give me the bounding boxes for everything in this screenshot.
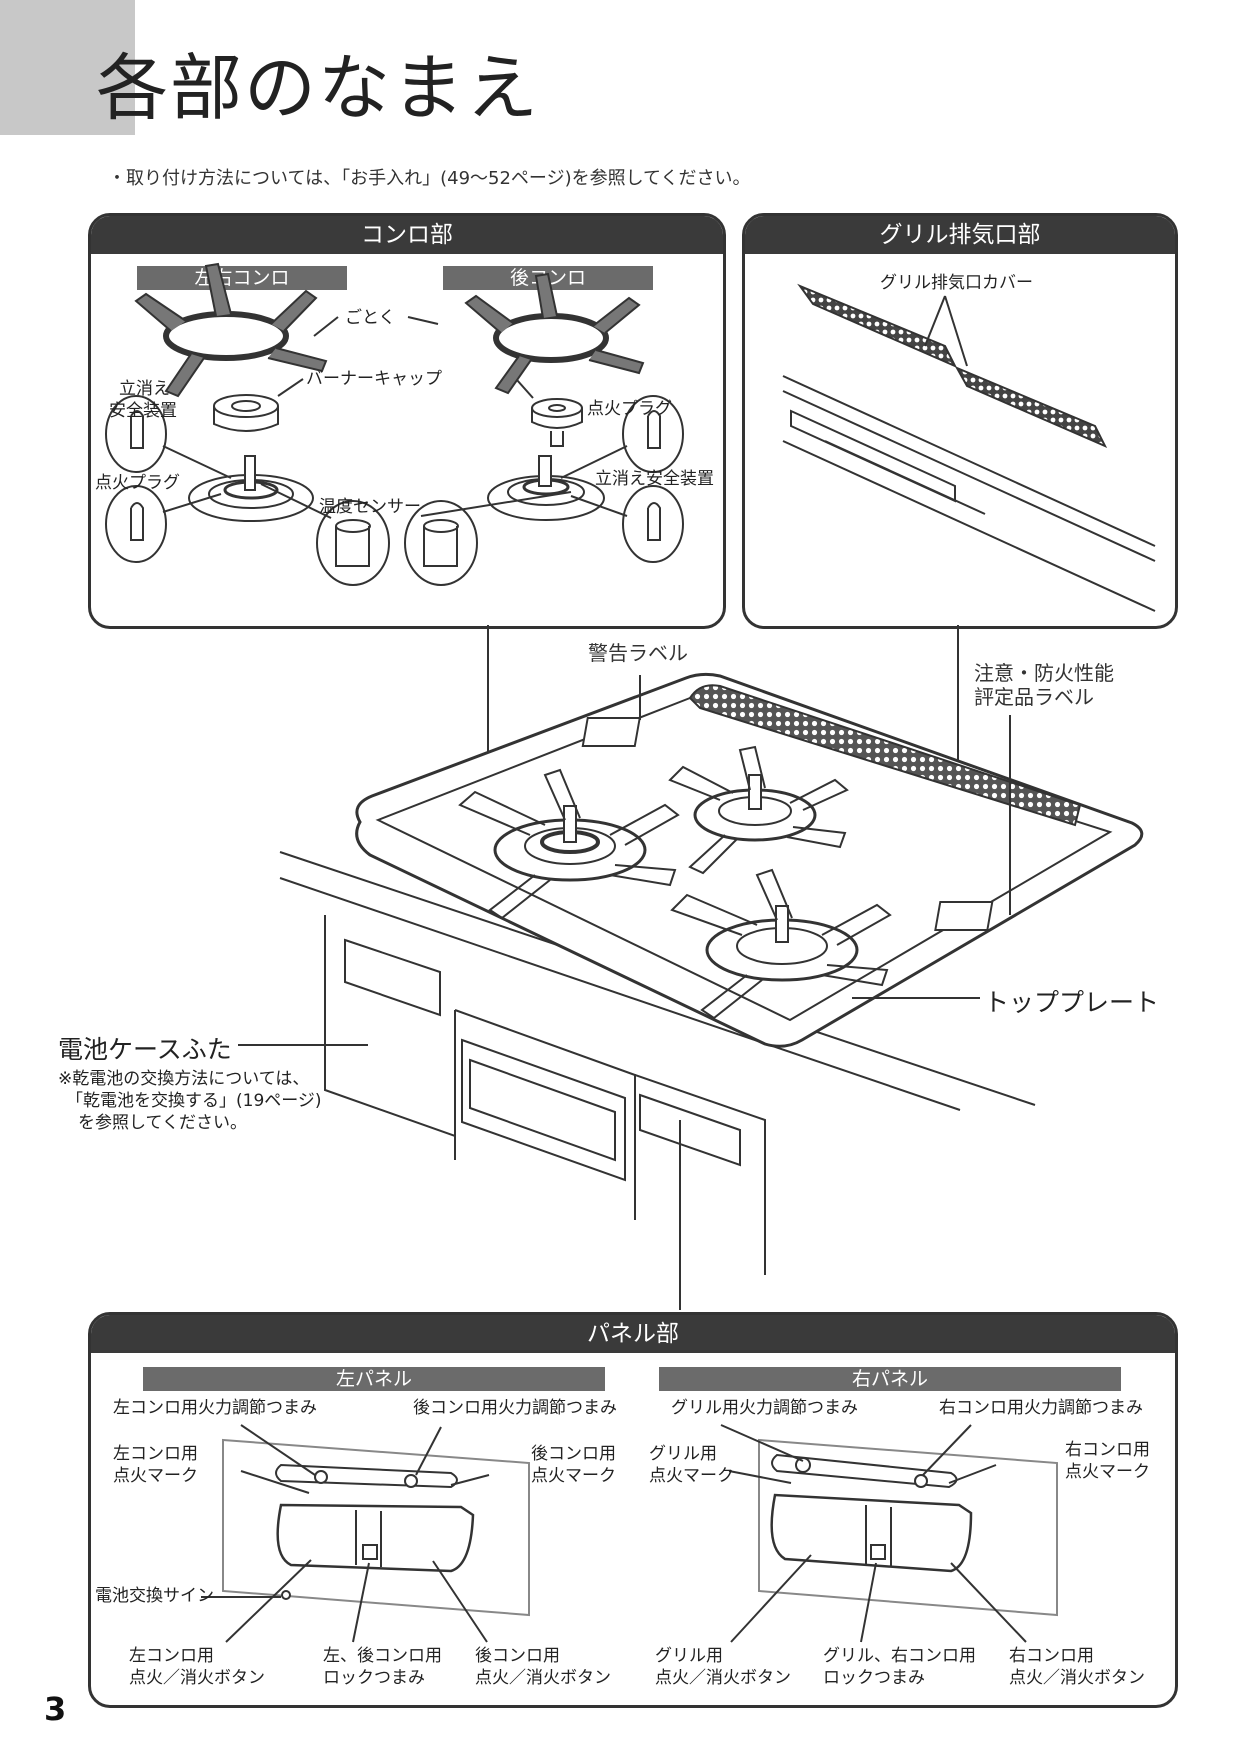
tachikie-label-1: 立消え bbox=[119, 379, 170, 399]
right-mark-label-2: 点火マーク bbox=[1065, 1462, 1150, 1482]
burner-cap-right-icon bbox=[531, 398, 583, 447]
battery-note-3: を参照してください。 bbox=[78, 1113, 247, 1133]
grill-cover-left-icon bbox=[797, 283, 958, 369]
burner-front-right-icon bbox=[670, 868, 892, 1020]
left-mark-label-1: 左コンロ用 bbox=[113, 1444, 198, 1464]
warning-label: 警告ラベル bbox=[588, 641, 688, 665]
grill-btn-label-2: 点火／消火ボタン bbox=[655, 1668, 791, 1688]
page-title: 各部のなまえ bbox=[96, 46, 541, 130]
back-mark-label-2: 点火マーク bbox=[531, 1466, 616, 1486]
left-knob-label: 左コンロ用火力調節つまみ bbox=[113, 1398, 317, 1418]
gotoku-left-icon bbox=[134, 262, 328, 398]
left-panel-title: 左パネル bbox=[143, 1367, 605, 1391]
battery-note-1: ※乾電池の交換方法については、 bbox=[58, 1069, 310, 1089]
back-mark-label-1: 後コンロ用 bbox=[531, 1444, 616, 1464]
lock-left-label-1: 左、後コンロ用 bbox=[323, 1646, 442, 1666]
grill-cover-right-icon bbox=[954, 365, 1108, 449]
callout-sensor-left-icon bbox=[316, 500, 390, 586]
konro-section: コンロ部 左右コンロ 後コンロ bbox=[88, 213, 726, 629]
grill-mark-label-2: 点火マーク bbox=[649, 1466, 734, 1486]
stove-illustration bbox=[238, 625, 1144, 1310]
grill-header: グリル排気口部 bbox=[745, 216, 1175, 254]
battery-cover-label: 電池ケースふた bbox=[58, 1035, 232, 1064]
battery-sign-label: 電池交換サイン bbox=[95, 1586, 214, 1606]
callout-sensor-right-icon bbox=[404, 500, 478, 586]
caution-label-1: 注意・防火性能 bbox=[974, 661, 1114, 685]
callout-safety-left-icon bbox=[105, 395, 167, 473]
burner-cap-label: バーナーキャップ bbox=[306, 369, 442, 389]
burner-left-base-icon bbox=[188, 455, 314, 522]
konro-header: コンロ部 bbox=[91, 216, 723, 254]
right-panel-title: 右パネル bbox=[659, 1367, 1121, 1391]
callout-safety-right-icon bbox=[622, 395, 684, 473]
grill-illustration bbox=[782, 283, 1156, 612]
right-panel-drawing bbox=[758, 1438, 1058, 1617]
lock-left-label-2: ロックつまみ bbox=[323, 1668, 425, 1688]
burner-right-base-icon bbox=[487, 455, 605, 521]
gotoku-label: ごとく bbox=[345, 308, 396, 328]
battery-note-2: 「乾電池を交換する」(19ページ) bbox=[66, 1091, 322, 1111]
grill-section: グリル排気口部 グリル排気口カバー bbox=[742, 213, 1178, 629]
burner-back-left-icon bbox=[458, 768, 680, 920]
ondo-sensor-label: 温度センサー bbox=[319, 497, 421, 517]
left-mark-label-2: 点火マーク bbox=[113, 1466, 198, 1486]
lock-right-label-1: グリル、右コンロ用 bbox=[823, 1646, 976, 1666]
lock-right-label-2: ロックつまみ bbox=[823, 1668, 925, 1688]
back-btn-label-1: 後コンロ用 bbox=[475, 1646, 560, 1666]
install-note: ・取り付け方法については、「お手入れ」(49〜52ページ)を参照してください。 bbox=[108, 168, 751, 189]
right-knob-label: 右コンロ用火力調節つまみ bbox=[939, 1398, 1143, 1418]
tenka-plug-right-label: 点火プラグ bbox=[587, 399, 672, 419]
grill-btn-label-1: グリル用 bbox=[655, 1646, 723, 1666]
panel-header: パネル部 bbox=[91, 1315, 1175, 1353]
gotoku-right-icon bbox=[464, 272, 645, 395]
right-btn-label-1: 右コンロ用 bbox=[1009, 1646, 1094, 1666]
left-btn-label-1: 左コンロ用 bbox=[129, 1646, 214, 1666]
callout-plug-right-icon bbox=[622, 485, 684, 563]
burner-back-right-icon bbox=[668, 745, 849, 875]
right-mark-label-1: 右コンロ用 bbox=[1065, 1440, 1150, 1460]
left-panel-drawing bbox=[222, 1438, 530, 1617]
grill-mark-label-1: グリル用 bbox=[649, 1444, 717, 1464]
corner-tab bbox=[0, 0, 135, 135]
burner-cap-left-icon bbox=[213, 394, 279, 432]
page-number: 3 bbox=[44, 1690, 67, 1728]
callout-plug-left-icon bbox=[105, 485, 167, 563]
grill-cover-label: グリル排気口カバー bbox=[880, 273, 1033, 293]
tachikie-right-label: 立消え安全装置 bbox=[595, 469, 714, 489]
tenka-plug-left-label: 点火プラグ bbox=[95, 473, 180, 493]
caution-label-2: 評定品ラベル bbox=[974, 685, 1094, 709]
back-btn-label-2: 点火／消火ボタン bbox=[475, 1668, 611, 1688]
grill-knob-label: グリル用火力調節つまみ bbox=[671, 1398, 858, 1418]
left-btn-label-2: 点火／消火ボタン bbox=[129, 1668, 265, 1688]
konro-illustration bbox=[105, 262, 684, 586]
top-plate-label: トッププレート bbox=[984, 988, 1160, 1017]
tachikie-label-2: 安全装置 bbox=[109, 401, 177, 421]
back-knob-label: 後コンロ用火力調節つまみ bbox=[413, 1398, 617, 1418]
panel-illustration bbox=[201, 1424, 1058, 1643]
right-btn-label-2: 点火／消火ボタン bbox=[1009, 1668, 1145, 1688]
panel-section: パネル部 左パネル 右パネル bbox=[88, 1312, 1178, 1708]
